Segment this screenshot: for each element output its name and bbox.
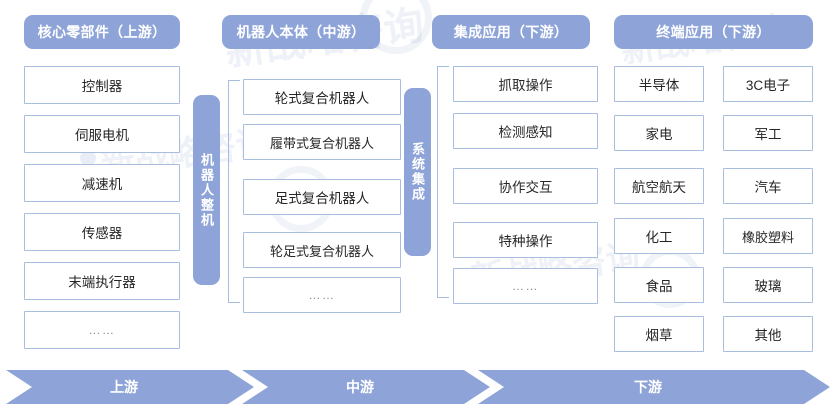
- flow-segment-label: 上游: [110, 379, 138, 395]
- item-box-ellipsis[interactable]: ……: [24, 311, 180, 349]
- item-box[interactable]: 半导体: [614, 66, 704, 102]
- item-box[interactable]: 军工: [723, 115, 813, 151]
- flow-segment-label: 中游: [346, 379, 374, 395]
- item-box[interactable]: 轮式复合机器人: [243, 79, 401, 115]
- column-header-terminal: 终端应用（下游）: [614, 15, 813, 49]
- column-header-upstream: 核心零部件（上游）: [24, 15, 180, 49]
- item-box[interactable]: 协作交互: [453, 168, 598, 204]
- item-box-ellipsis[interactable]: ……: [453, 268, 598, 304]
- vertical-label-system-integration: 系统集成: [404, 88, 431, 256]
- column-header-midstream: 机器人本体（中游）: [222, 15, 380, 49]
- item-box[interactable]: 化工: [614, 218, 704, 254]
- flow-segment-midstream[interactable]: 中游: [242, 370, 490, 404]
- item-box[interactable]: 汽车: [723, 168, 813, 204]
- flow-segment-label: 下游: [634, 379, 662, 395]
- item-box[interactable]: 烟草: [614, 316, 704, 352]
- item-box[interactable]: 其他: [723, 316, 813, 352]
- item-box[interactable]: 橡胶塑料: [723, 218, 813, 254]
- item-box[interactable]: 轮足式复合机器人: [243, 232, 401, 268]
- flow-segment-downstream[interactable]: 下游: [478, 370, 830, 404]
- bracket-connector-integration: [437, 66, 449, 298]
- item-box[interactable]: 食品: [614, 267, 704, 303]
- item-box[interactable]: 家电: [614, 115, 704, 151]
- bracket-connector-midstream: [228, 80, 240, 303]
- item-box[interactable]: 检测感知: [453, 113, 598, 149]
- item-box[interactable]: 足式复合机器人: [243, 179, 401, 215]
- vertical-label-robot-body: 机器人整机: [193, 95, 220, 285]
- item-box[interactable]: 履带式复合机器人: [243, 124, 401, 160]
- item-box[interactable]: 抓取操作: [453, 66, 598, 102]
- item-box[interactable]: 末端执行器: [24, 262, 180, 300]
- item-box[interactable]: 减速机: [24, 164, 180, 202]
- item-box[interactable]: 控制器: [24, 66, 180, 104]
- item-box[interactable]: 玻璃: [723, 267, 813, 303]
- column-header-integration: 集成应用（下游）: [432, 15, 590, 49]
- item-box[interactable]: 特种操作: [453, 222, 598, 258]
- item-box[interactable]: 航空航天: [614, 168, 704, 204]
- item-box[interactable]: 3C电子: [723, 66, 813, 102]
- item-box[interactable]: 伺服电机: [24, 115, 180, 153]
- item-box-ellipsis[interactable]: ……: [243, 277, 401, 313]
- item-box[interactable]: 传感器: [24, 213, 180, 251]
- flow-segment-upstream[interactable]: 上游: [6, 370, 254, 404]
